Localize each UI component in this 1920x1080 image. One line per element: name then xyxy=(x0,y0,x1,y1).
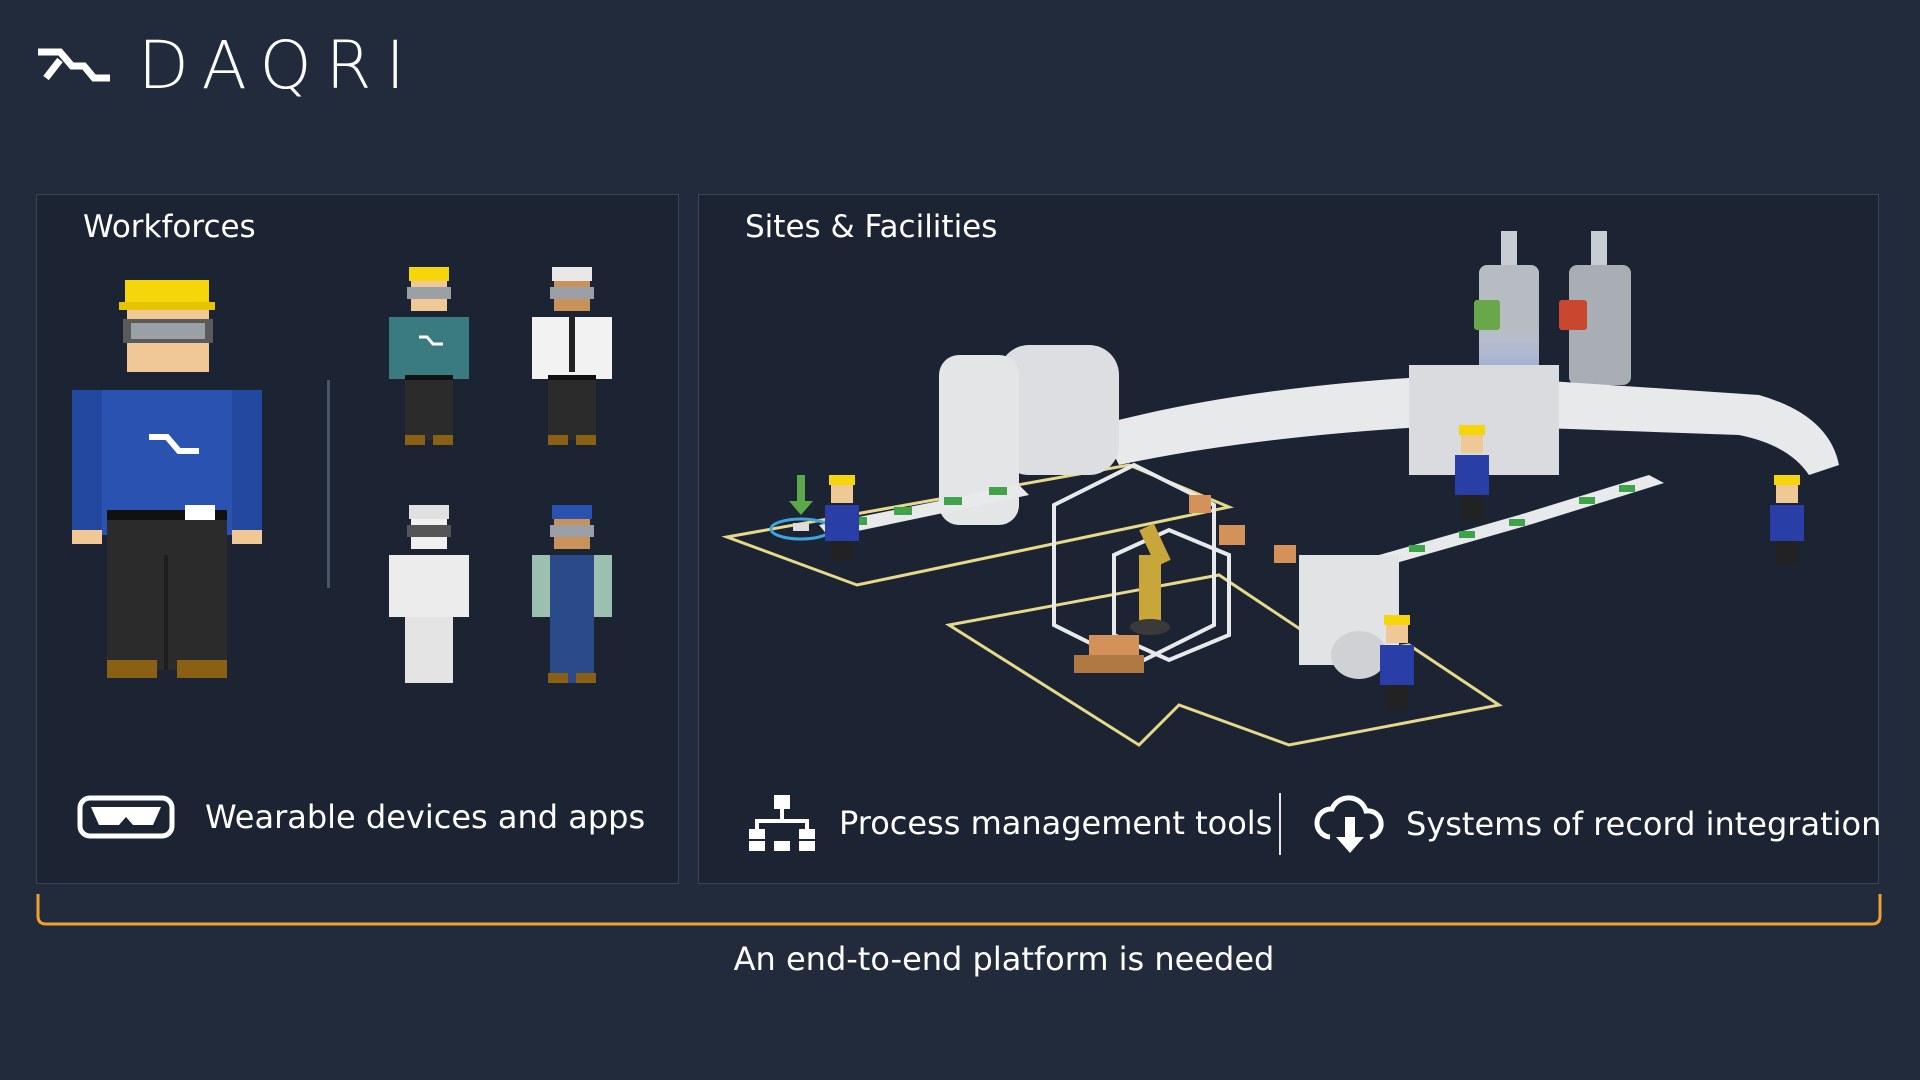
boxes xyxy=(1074,495,1296,673)
daqri-logo-mark-icon xyxy=(38,48,110,82)
workforces-panel: Workforces xyxy=(36,194,679,884)
workforce-figures xyxy=(72,267,612,683)
platform-bracket xyxy=(36,894,1882,926)
daqri-logo: DAQRI xyxy=(36,27,419,104)
workforces-title: Workforces xyxy=(83,209,256,245)
systems-of-record-label: Systems of record integration xyxy=(1406,805,1882,843)
figures-divider xyxy=(327,380,330,588)
platform-caption: An end-to-end platform is needed xyxy=(733,940,1275,978)
process-management-label: Process management tools xyxy=(839,804,1273,842)
sites-panel: Sites & Facilities xyxy=(698,194,1881,884)
process-management-item: Process management tools xyxy=(747,793,1272,853)
floor-zone-center xyxy=(944,573,1503,747)
cloud-download-icon xyxy=(1314,795,1384,853)
factory-scene xyxy=(721,231,1839,747)
ar-marker xyxy=(769,475,833,541)
logo-text: DAQRI xyxy=(138,27,419,104)
wearable-devices-item: Wearable devices and apps xyxy=(77,795,645,839)
silos xyxy=(1474,231,1631,385)
sites-title: Sites & Facilities xyxy=(745,209,998,245)
org-chart-icon xyxy=(749,795,815,851)
ar-glasses-icon xyxy=(77,795,175,839)
main-worker-figure xyxy=(72,280,262,678)
scene-workers xyxy=(825,425,1804,711)
worker-figure-manager xyxy=(532,267,612,445)
wearable-devices-label: Wearable devices and apps xyxy=(205,798,646,836)
worker-figure-teal xyxy=(389,267,469,445)
footer-separator xyxy=(1279,793,1281,855)
production-line xyxy=(819,345,1839,679)
worker-figure-overalls xyxy=(532,505,612,683)
systems-of-record-item: Systems of record integration xyxy=(1312,793,1881,855)
robot-arm xyxy=(1130,523,1171,635)
worker-figure-cleanroom xyxy=(389,505,469,683)
